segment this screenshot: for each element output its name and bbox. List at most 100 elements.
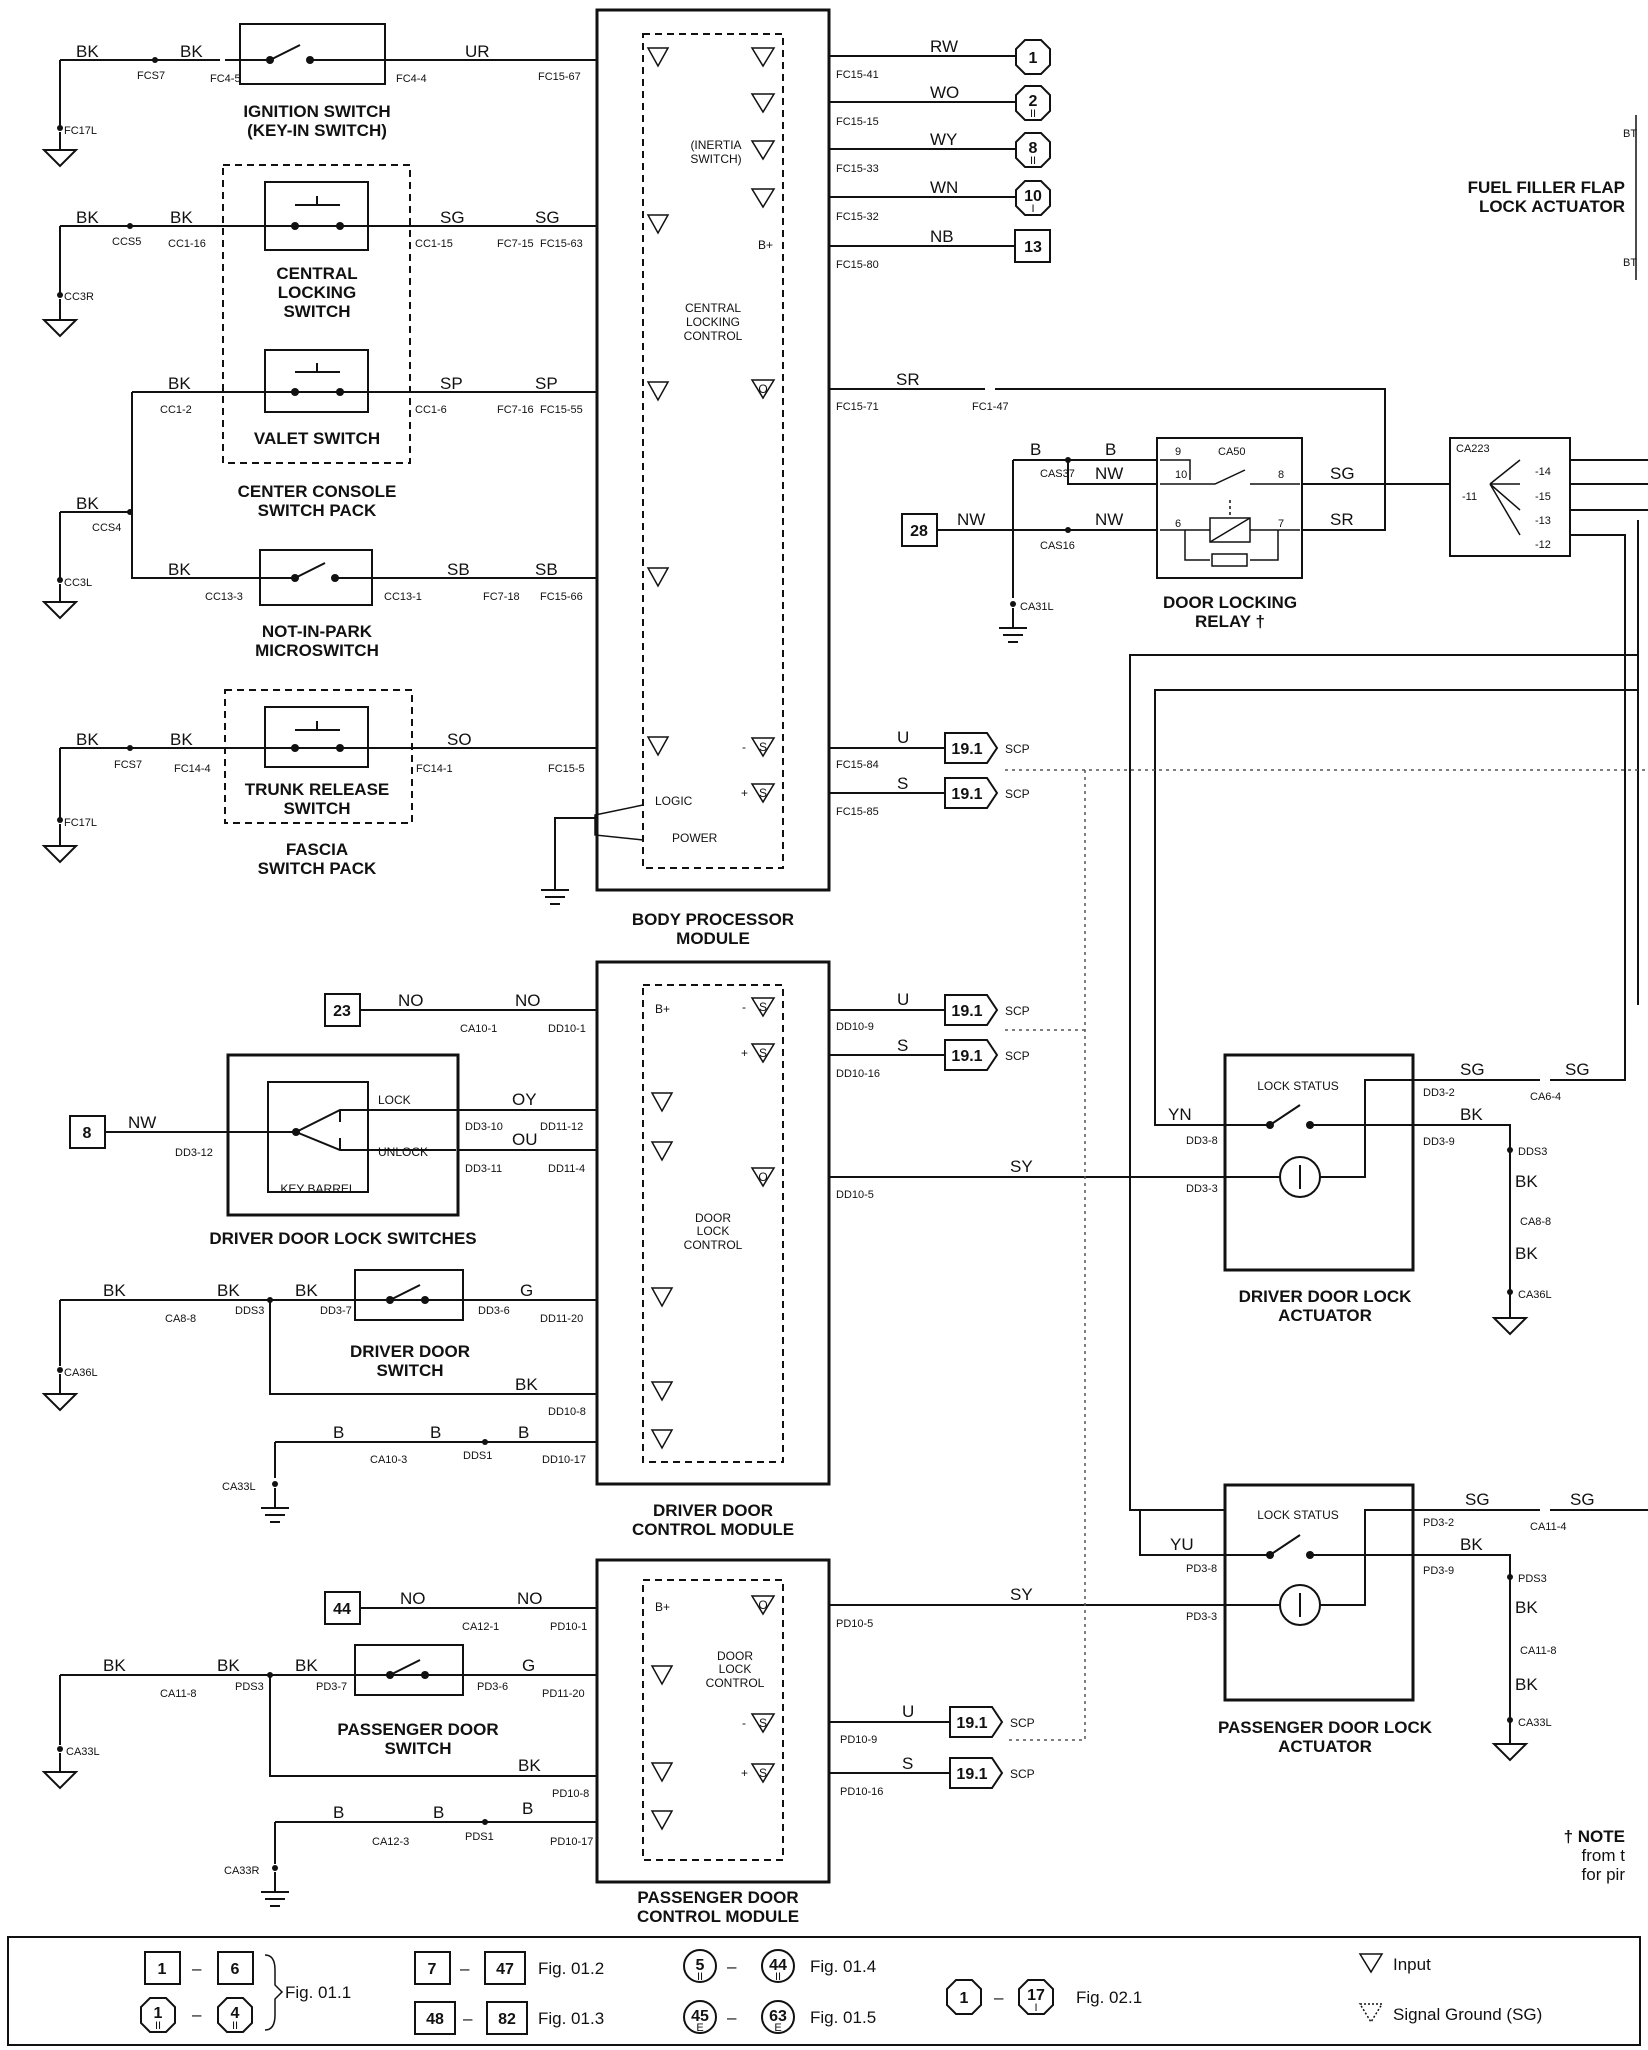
pin-label: FC15-55 [540,404,583,416]
legend-fig: Fig. 02.1 [1076,1988,1142,2007]
output-symbol: O [758,382,767,396]
input-triangle [646,567,670,588]
pin-label: PD3-9 [1423,1565,1454,1577]
legend-dash: – [460,1959,470,1978]
ref-label: 19.1 [951,1048,982,1065]
legend-ref: 44 [769,1957,787,1974]
pin-label: BT [1623,257,1637,269]
scp-ref [949,1706,1004,1738]
passenger-actuator-title-1: PASSENGER DOOR LOCK [1218,1718,1433,1737]
legend-ref: 82 [498,2011,516,2028]
ground-symbol [41,1374,79,1412]
pin-label: FC4-5 [210,73,241,85]
legend-fig: Fig. 01.2 [538,1959,604,1978]
pin-label: DD3-2 [1423,1087,1455,1099]
relay-title-2: RELAY † [1195,612,1265,631]
scp-plus: + [741,786,748,800]
wire-label: BK [1515,1244,1538,1263]
pin-label: CA223 [1456,443,1490,455]
input-triangle [650,1762,674,1783]
pin-label: CA8-8 [165,1313,196,1325]
pin-label: PD3-2 [1423,1517,1454,1529]
pin-label: CC1-6 [415,404,447,416]
key-barrel-label: KEY BARREL [280,1182,355,1196]
input-triangle [650,1381,674,1402]
pin-label: PD10-5 [836,1618,873,1630]
wire-label: S [902,1754,913,1773]
driver-actuator-title-2: ACTUATOR [1278,1306,1372,1325]
pin-label: DD10-17 [542,1454,586,1466]
input-triangle [750,93,776,114]
wire-label: U [902,1702,914,1721]
legend-ref: 63 [769,2008,787,2025]
wire-label: NW [957,510,985,529]
legend-signal-ground: Signal Ground (SG) [1393,2005,1542,2024]
input-triangle [646,47,670,68]
pin-label: PDS3 [1518,1573,1547,1585]
valet-switch-title: VALET SWITCH [254,429,380,448]
not-in-park-title-1: NOT-IN-PARK [262,622,373,641]
wire-label: NW [128,1113,156,1132]
wire-label: BK [1515,1172,1538,1191]
bpm-outputs: RW WO WY WN NB FC15-41 FC15-15 FC15-33 F… [829,37,1386,818]
ground-symbol [261,1488,289,1523]
pin-label: FC15-71 [836,401,879,413]
pin-label: DDS1 [463,1450,492,1462]
pin-label: CA12-1 [462,1621,499,1633]
pin-label: CCS4 [92,522,121,534]
wire-label: WN [930,178,958,197]
input-triangle [650,1092,674,1113]
center-console-title-1: CENTER CONSOLE [238,482,397,501]
ca223-splice: CA223 -11 -14 -15 -13 -12 [1129,437,1648,1511]
scp-triangle [750,997,776,1018]
wire-label: SG [535,208,560,227]
wire-label: S [897,774,908,793]
pin-label: DD10-5 [836,1189,874,1201]
wire-label: U [897,728,909,747]
ref-label: 19.1 [956,1766,987,1783]
fuel-filler-flap-lock-actuator: FUEL FILLER FLAP LOCK ACTUATOR BT BT [1468,115,1637,280]
pin-label: FC7-16 [497,404,534,416]
wire-label: SY [1010,1585,1033,1604]
wire-label: BK [76,494,99,513]
input-triangle [646,736,670,757]
scp-symbol: S [759,1716,767,1730]
wire-label: SG [1460,1060,1485,1079]
wire-label: BK [515,1375,538,1394]
ground-symbol [41,132,79,168]
pin-label: CAS16 [1040,540,1075,552]
body-processor-module: BODY PROCESSOR MODULE CENTRAL LOCKING CO… [541,8,831,948]
wire-label: SP [535,374,558,393]
pin-label: PD10-9 [840,1734,877,1746]
pin-label: -15 [1535,491,1551,503]
scp-label: SCP [1010,1716,1035,1730]
pin-label: PD10-16 [840,1786,883,1798]
pin-label: DD3-11 [465,1163,502,1175]
pin-label: DD3-9 [1423,1136,1455,1148]
pin-label: CA31L [1020,601,1054,613]
pin-label: FC7-15 [497,238,534,250]
wire-label: SB [447,560,470,579]
ref-label: 44 [333,1601,351,1618]
pdcm-bplus: B+ [655,1600,670,1614]
pin-label: FC15-84 [836,759,879,771]
pin-label: CAS37 [1040,468,1075,480]
legend-dash: – [727,2008,737,2027]
wire-label: BK [1515,1675,1538,1694]
pdcm-dlc-3: CONTROL [706,1676,765,1690]
wire-label: BK [168,560,191,579]
ddcm-title-1: DRIVER DOOR [653,1501,773,1520]
ground-symbol [541,889,569,905]
ref-sub: II [1030,108,1036,120]
pin-label: CC3L [64,577,92,589]
pin-label: FC17L [64,817,97,829]
inertia-label-2: SWITCH) [690,152,741,166]
wire-label: BK [103,1656,126,1675]
legend-ref: 47 [496,1961,514,1978]
pin-label: CA11-4 [1530,1521,1566,1533]
scp-label: SCP [1010,1767,1035,1781]
passenger-door-switch-title-1: PASSENGER DOOR [337,1720,498,1739]
pin-label: DDS3 [1518,1146,1547,1158]
clc-label-2: LOCKING [686,315,740,329]
wire-label: BK [76,730,99,749]
